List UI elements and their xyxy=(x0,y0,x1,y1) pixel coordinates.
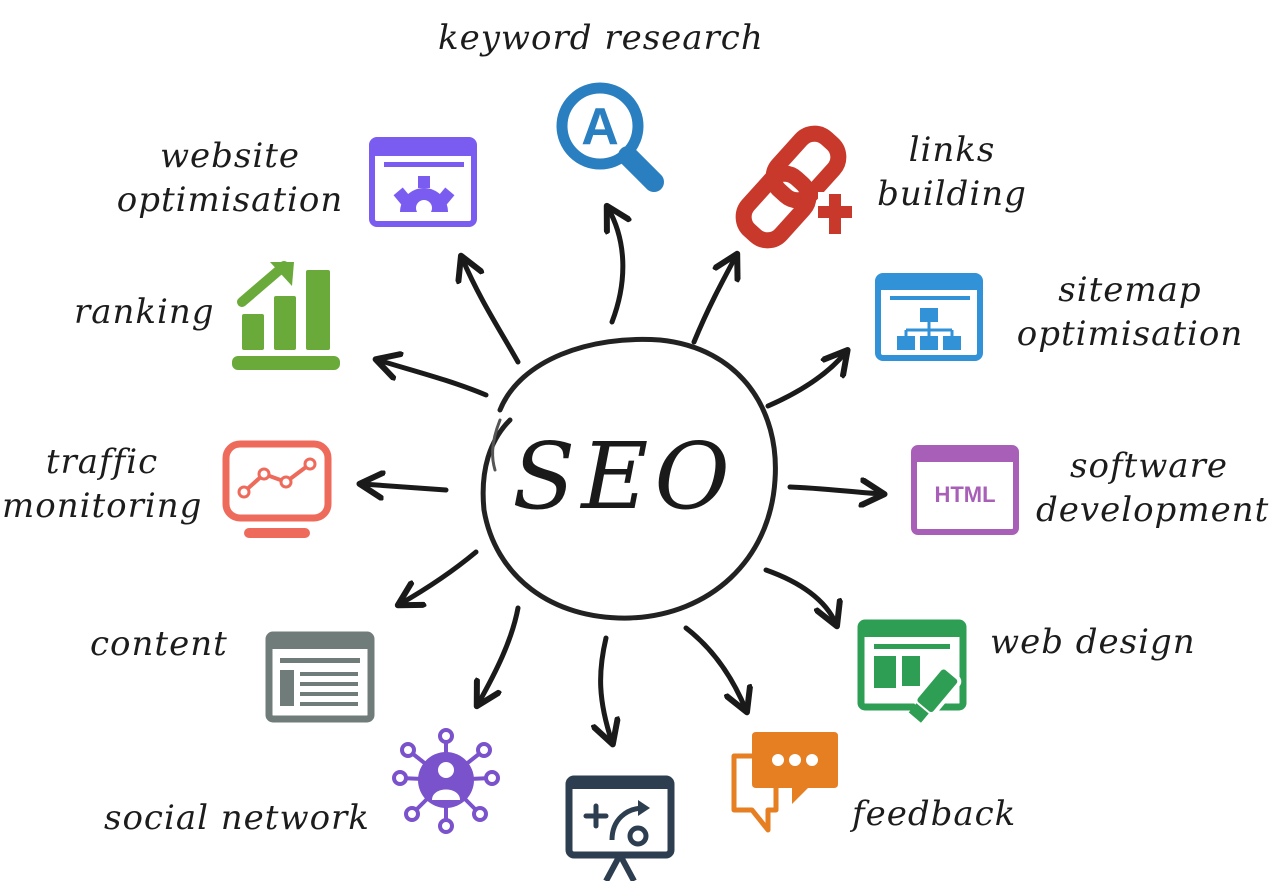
label-feedback: feedback xyxy=(852,794,1017,834)
arrow-links-building xyxy=(691,256,736,345)
arrow-feedback xyxy=(683,625,746,710)
label-web-design: web design xyxy=(990,622,1196,662)
label-ranking: ranking xyxy=(74,292,215,332)
arrow-website-optimisation xyxy=(462,258,521,365)
label-content: content xyxy=(90,624,228,664)
browser-paintbrush-icon xyxy=(857,619,967,723)
social-network-person-icon xyxy=(392,728,500,834)
label-traffic-monitoring: traffic monitoring xyxy=(2,442,203,526)
speech-bubbles-icon xyxy=(731,732,838,833)
arrow-ranking xyxy=(378,360,489,398)
arrow-sitemap-optimisation xyxy=(765,352,846,409)
arrow-content xyxy=(400,549,479,604)
center-circle-stroke-2 xyxy=(491,418,502,472)
arrow-web-design xyxy=(763,567,836,624)
whiteboard-strategy-icon xyxy=(565,775,675,881)
arrow-social-network xyxy=(478,605,521,704)
arrow-keyword-research xyxy=(608,208,623,325)
label-software-development: software development xyxy=(1036,446,1269,530)
magnifier-letter-a-icon: A xyxy=(556,82,664,192)
monitor-line-chart-icon xyxy=(222,440,332,538)
arrow-strategy xyxy=(601,635,612,742)
label-links-building: links building xyxy=(877,130,1027,214)
center-circle xyxy=(480,336,778,621)
label-social-network: social network xyxy=(104,798,370,838)
browser-html-icon: HTML xyxy=(911,445,1019,535)
center-label: SEO xyxy=(512,423,736,530)
arrow-software-development xyxy=(787,487,882,494)
label-keyword-research: keyword research xyxy=(438,18,764,58)
chain-link-plus-icon xyxy=(735,125,852,249)
html-glyph: HTML xyxy=(934,482,995,507)
browser-gear-icon xyxy=(369,137,477,227)
arrows xyxy=(362,208,882,742)
arrow-traffic-monitoring xyxy=(362,484,449,490)
center-node: SEO xyxy=(480,336,778,621)
label-sitemap-optimisation: sitemap optimisation xyxy=(1016,270,1244,354)
label-website-optimisation: website optimisation xyxy=(116,136,344,220)
bar-chart-up-icon xyxy=(232,261,340,370)
browser-document-icon xyxy=(265,631,375,723)
magnifier-letter: A xyxy=(581,98,619,156)
browser-sitemap-icon xyxy=(875,273,983,361)
